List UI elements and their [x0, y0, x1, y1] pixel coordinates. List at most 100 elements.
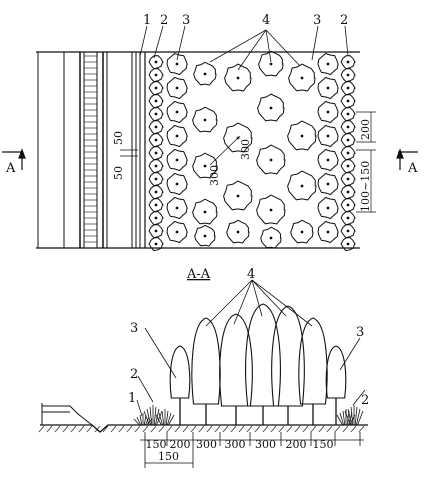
tree-crown-small — [166, 100, 188, 124]
tree-crown — [192, 152, 218, 179]
hedge-shrub-center — [154, 112, 158, 116]
dim-300-b: 300 — [239, 139, 252, 160]
tree-crown-small — [166, 196, 188, 220]
tree-crown-small-center — [326, 206, 330, 210]
shrub-left-inner — [161, 410, 165, 426]
ground-hatch-line — [358, 425, 365, 433]
shrub-right-inner — [336, 414, 343, 426]
dimension-chain — [140, 432, 364, 468]
hedge-shrub-center — [154, 99, 158, 103]
tree-crown-small-center — [326, 86, 330, 90]
hedge-shrub-center — [154, 190, 158, 194]
section-mark-left — [2, 148, 26, 170]
road-strips — [37, 52, 146, 248]
dim-300-a: 300 — [208, 165, 221, 186]
hedge-shrub — [148, 224, 164, 239]
tree-crown — [287, 170, 317, 201]
ground-hatch-line — [102, 425, 109, 433]
shrub-left-inner — [158, 412, 163, 426]
shrub-left-inner — [165, 410, 169, 426]
hedge-shrub — [340, 159, 356, 174]
small-tree — [169, 345, 191, 399]
hedge-shrub-center — [346, 216, 350, 220]
hedge-shrub-center — [346, 242, 350, 246]
ground-hatch-line — [254, 425, 261, 433]
shrub-left-inner — [155, 414, 162, 426]
hedge-shrub-center — [154, 164, 158, 168]
section-mark-left-label: A — [5, 161, 16, 176]
tree-crown — [287, 120, 317, 151]
tree-crown-center — [203, 164, 207, 168]
hedge-shrub — [340, 224, 356, 239]
tree-crown-small-center — [175, 182, 179, 186]
ground-hatch-line — [198, 425, 205, 433]
tree-crown-small-center — [326, 110, 330, 114]
dim-50 — [120, 149, 138, 157]
tree-crown-small — [166, 220, 188, 244]
plan-leaders — [139, 25, 349, 71]
section-label-3-left: 3 — [130, 321, 138, 336]
hedge-shrub — [340, 81, 356, 96]
tree-crown-small — [166, 76, 188, 100]
tree-crown-small — [317, 76, 339, 100]
plan-label-3-left: 3 — [182, 13, 190, 28]
hedge-shrub — [340, 211, 356, 226]
tree-crown-small-center — [175, 230, 179, 234]
tree-crown — [256, 144, 286, 175]
dim-label: 300 — [225, 438, 246, 451]
tree-crown — [290, 219, 314, 244]
shrub-right-inner — [342, 410, 346, 426]
tree-crown-small-center — [175, 86, 179, 90]
section-label-3-right: 3 — [356, 325, 364, 340]
ground-hatch-line — [230, 425, 237, 433]
dim-label: 150 — [146, 438, 167, 451]
ground-hatch-line — [246, 425, 253, 433]
hedge-shrub-center — [154, 151, 158, 155]
tree-crown-center — [236, 230, 240, 234]
shrub-right-inner — [349, 414, 356, 426]
ground-hatch-line — [270, 425, 277, 433]
shrub-left — [149, 406, 153, 426]
ground-hatch-line — [214, 425, 221, 433]
hedge-shrub-center — [154, 125, 158, 129]
tree-crown-center — [269, 158, 273, 162]
hedge-shrub-center — [346, 86, 350, 90]
brick-hatch — [84, 55, 97, 243]
ground-hatch-line — [294, 425, 301, 433]
hedge-shrub-center — [346, 125, 350, 129]
plan-label-4: 4 — [262, 13, 270, 28]
shrub-left — [156, 410, 163, 426]
hedge-shrub-center — [346, 190, 350, 194]
tree-crown-center — [300, 184, 304, 188]
ground-hatch-line — [334, 425, 341, 433]
tree-crown-small — [317, 52, 339, 76]
tree-crown — [224, 63, 252, 92]
shrub-right — [354, 406, 358, 426]
tree-crown-center — [269, 106, 273, 110]
hedge-shrub — [148, 120, 164, 135]
dim-label: 300 — [255, 438, 276, 451]
ground-hatch-line — [70, 425, 77, 433]
tree-crown-small-center — [175, 62, 179, 66]
dim-50-b: 50 — [112, 166, 125, 180]
hedge-shrub — [148, 211, 164, 226]
hedge-shrub — [340, 68, 356, 83]
ground-hatch-line — [222, 425, 229, 433]
shrub-left — [153, 406, 157, 426]
hedge-shrub — [148, 81, 164, 96]
dim-300-line — [209, 135, 241, 166]
tree-crown-small-center — [175, 158, 179, 162]
ground-hatch-line — [142, 425, 149, 433]
dim-200: 200 — [359, 119, 372, 140]
section-label-4: 4 — [247, 267, 255, 282]
tree-crown — [226, 219, 250, 244]
hedge-shrub-center — [346, 151, 350, 155]
ground-hatch-line — [350, 425, 357, 433]
small-tree — [325, 345, 347, 399]
hedge-row — [148, 55, 356, 252]
section-title: A-A — [186, 267, 211, 282]
shrub-right-inner — [346, 410, 350, 426]
road-embankment — [41, 403, 93, 426]
hedge-left — [143, 414, 147, 426]
hedge-shrub — [340, 172, 356, 187]
